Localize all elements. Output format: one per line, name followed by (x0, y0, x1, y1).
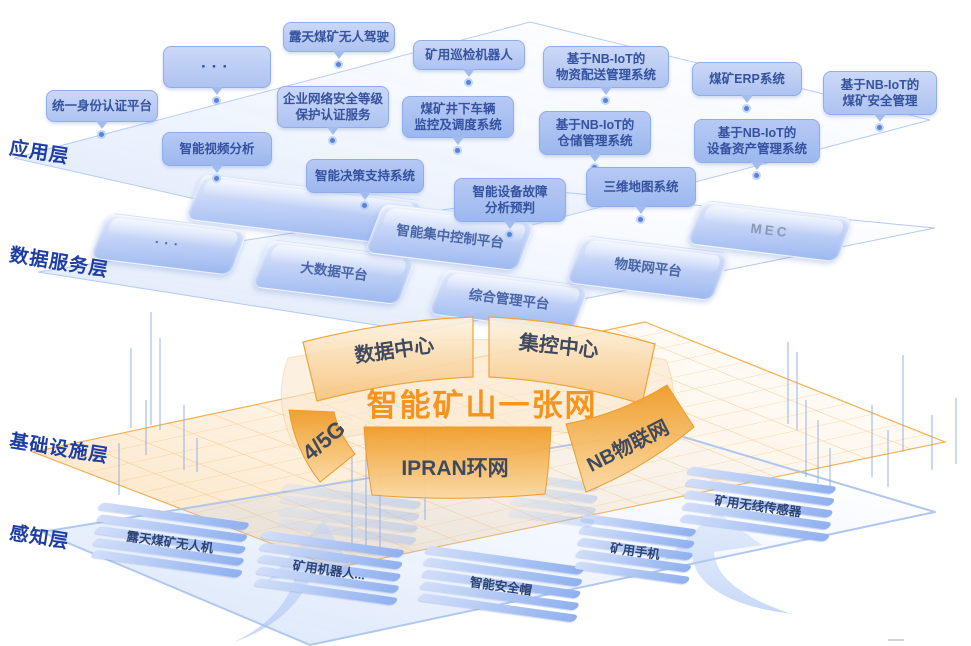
callout-video-analysis: 智能视频分析 (162, 132, 272, 181)
callout-3d-map: 三维地图系统 (586, 167, 696, 222)
layer-label-infrastructure: 基础设施层 (7, 430, 111, 468)
callout-nb-warehouse: 基于NB-IoT的 仓储管理系统 (539, 111, 651, 170)
callout-inspection-robot: 矿用巡检机器人 (413, 40, 525, 85)
callout-nb-coal-safety: 基于NB-IoT的 煤矿安全管理 (823, 71, 937, 130)
ring-label-ipran: IPRAN环网 (401, 457, 509, 480)
layer-label-perception: 感知层 (7, 522, 71, 554)
callout-decision-support: 智能决策支持系统 (306, 159, 424, 208)
callout-underground-vehicle: 煤矿井下车辆 监控及调度系统 (402, 96, 514, 153)
device-stack-wireless-sensor: 矿用无线传感器 (678, 466, 838, 546)
device-stack-drone: 露天煤矿无人机 (90, 502, 251, 582)
ring-label-data-center: 数据中心 (353, 334, 436, 368)
callout-nb-asset-management: 基于NB-IoT的 设备资产管理系统 (694, 119, 820, 178)
ring-label-45g: 4/5G (297, 415, 350, 466)
callout-open-pit-driverless: 露天煤矿无人驾驶 (283, 22, 395, 67)
platform-integrated-management: 综合管理平台 (427, 268, 591, 332)
platform-label: MEC (749, 220, 791, 241)
ring-title: 智能矿山一张网 (366, 388, 598, 423)
callout-equipment-fault: 智能设备故障 分析预判 (454, 178, 566, 237)
layer-label-application: 应用层 (7, 137, 71, 169)
ring-label-control-center: 集控中心 (517, 331, 600, 363)
platform-label: 大数据平台 (299, 259, 369, 284)
platform-label: 综合管理平台 (467, 287, 551, 312)
platform-label: 物联网平台 (613, 255, 683, 280)
callout-coal-erp: 煤矿ERP系统 (692, 62, 802, 111)
callout-ellipsis: ··· (163, 46, 271, 103)
callout-unified-identity: 统一身份认证平台 (46, 90, 158, 137)
corner-dash (888, 639, 904, 641)
platform-label: ··· (154, 234, 185, 253)
callout-nb-material-delivery: 基于NB-IoT的 物资配送管理系统 (543, 46, 669, 103)
device-stack-helmet: 智能安全帽 (417, 545, 586, 626)
callout-network-security-cert: 企业网络安全等级 保护认证服务 (277, 86, 389, 143)
